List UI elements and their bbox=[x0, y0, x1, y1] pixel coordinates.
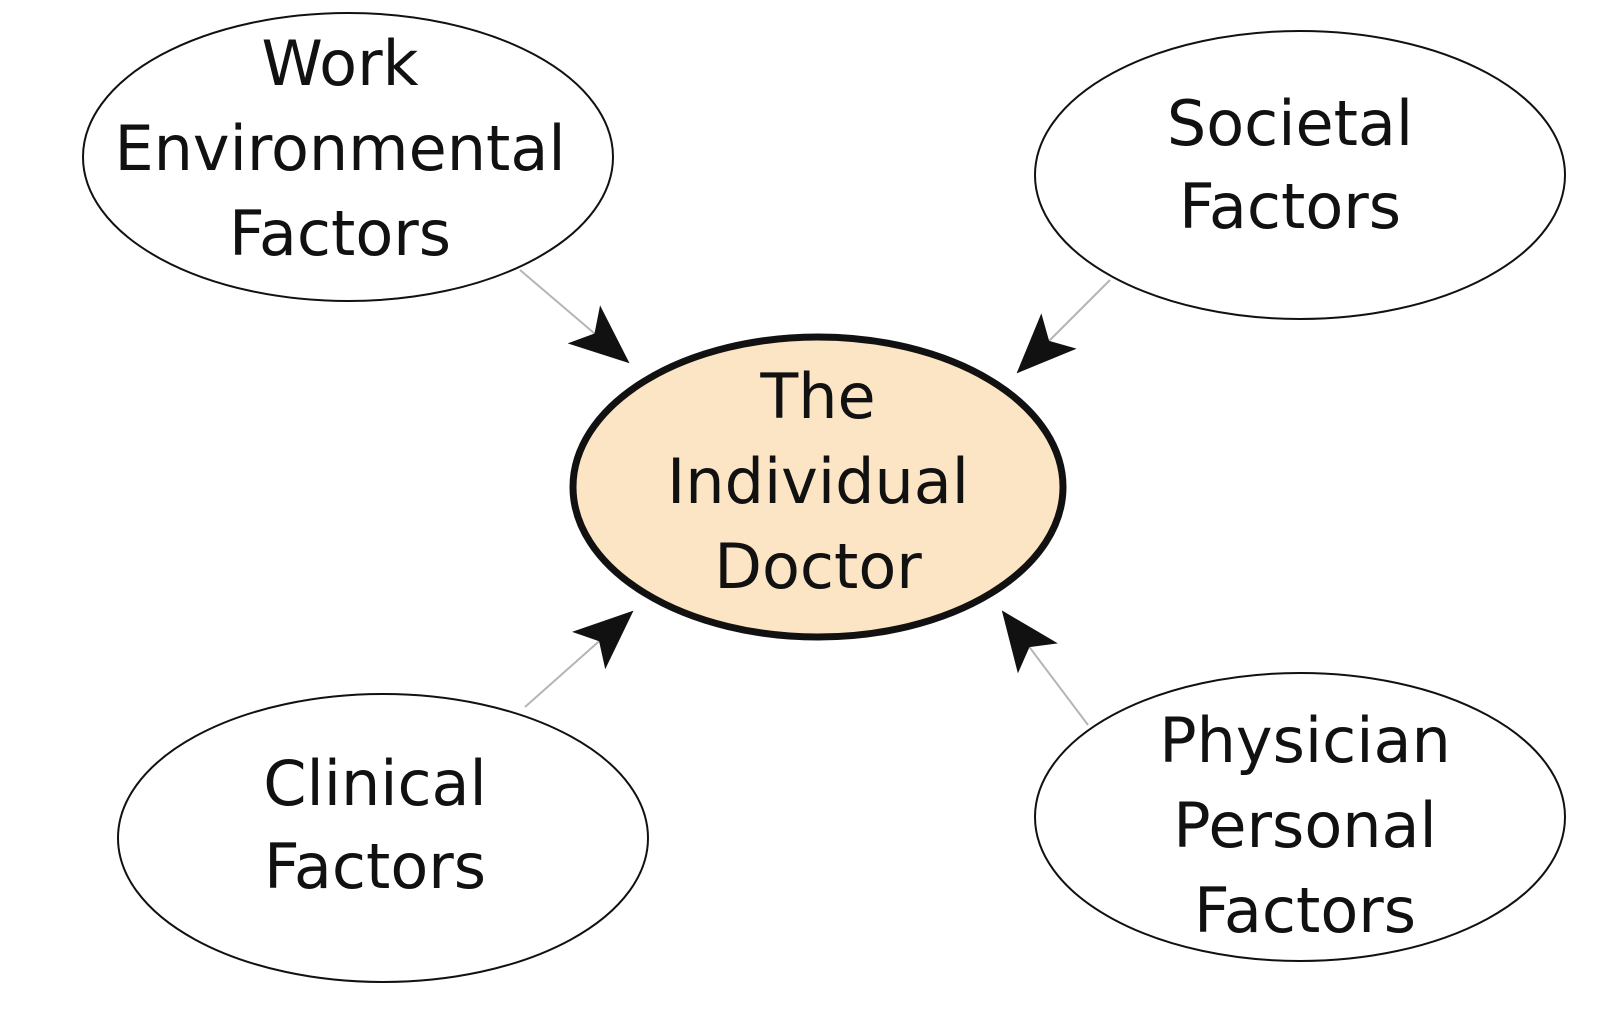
node-label-line: Environmental bbox=[114, 112, 565, 185]
node-label-line: Doctor bbox=[714, 530, 922, 603]
connector-societal-to-doctor bbox=[1016, 279, 1111, 374]
node-individual-doctor: The Individual Doctor bbox=[569, 333, 1067, 641]
node-label-line: Factors bbox=[1194, 874, 1416, 947]
node-label-line: Clinical bbox=[263, 747, 487, 820]
node-label-line: Individual bbox=[667, 445, 969, 518]
node-label-line: Societal bbox=[1167, 87, 1413, 160]
connector-work-to-doctor bbox=[519, 269, 630, 364]
node-societal-factors: Societal Factors bbox=[1034, 30, 1566, 320]
node-label-line: Factors bbox=[264, 830, 486, 903]
node-label-line: Work bbox=[262, 27, 419, 100]
node-physician-personal-factors: Physician Personal Factors bbox=[1034, 672, 1566, 962]
node-work-environmental-factors: Work Environmental Factors bbox=[82, 12, 614, 302]
node-label-line: The bbox=[759, 360, 875, 433]
node-label-line: Factors bbox=[229, 197, 451, 270]
node-label-line: Personal bbox=[1173, 789, 1437, 862]
connector-personal-to-doctor bbox=[1001, 610, 1089, 726]
connector-clinical-to-doctor bbox=[524, 610, 634, 708]
node-label-line: Physician bbox=[1159, 704, 1451, 777]
node-clinical-factors: Clinical Factors bbox=[117, 693, 649, 983]
node-label-line: Factors bbox=[1179, 170, 1401, 243]
